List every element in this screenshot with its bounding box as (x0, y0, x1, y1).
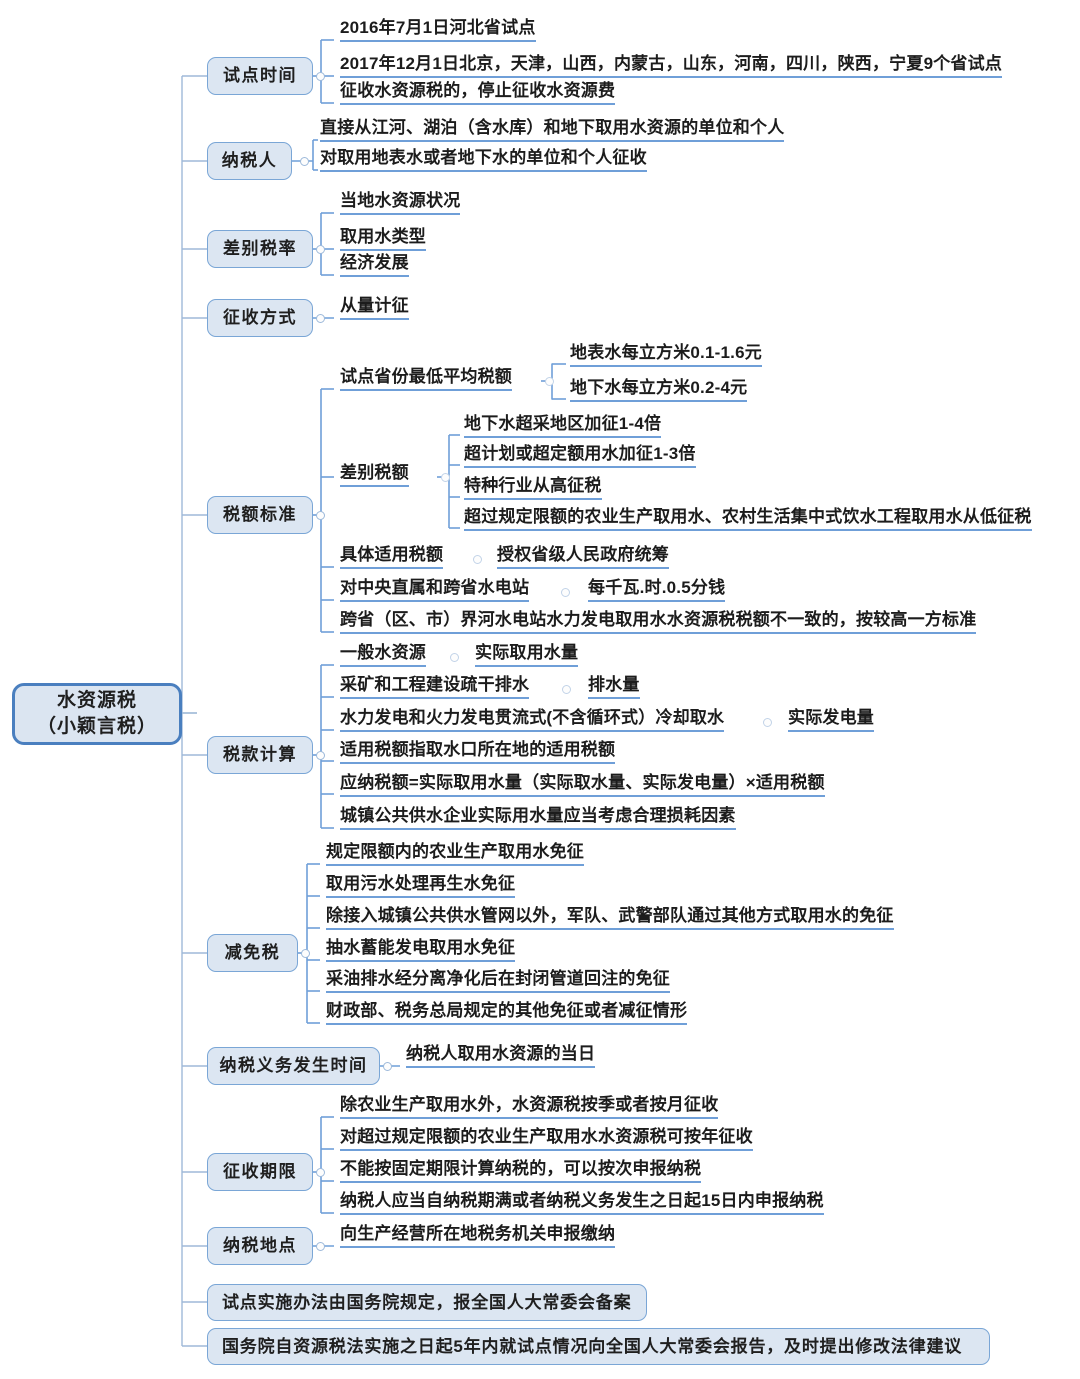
collapse-dot[interactable] (561, 588, 570, 597)
collapse-dot[interactable] (316, 1242, 325, 1251)
leaf-inline-value[interactable]: 排水量 (588, 674, 640, 699)
branch-label: 试点时间 (223, 66, 297, 86)
leaf-item[interactable]: 直接从江河、湖泊（含水库）和地下取用水资源的单位和个人 (320, 117, 785, 142)
collapse-dot[interactable] (316, 72, 325, 81)
collapse-dot[interactable] (316, 1168, 325, 1177)
leaf-item[interactable]: 抽水蓄能发电取用水免征 (326, 937, 516, 962)
branch-node-nashuiyiwufashengshijian[interactable]: 纳税义务发生时间 (207, 1047, 380, 1085)
leaf-inline-value[interactable]: 授权省级人民政府统筹 (497, 544, 669, 569)
collapse-dot[interactable] (300, 157, 309, 166)
leaf-item[interactable]: 从量计征 (340, 295, 409, 320)
collapse-dot[interactable] (301, 949, 310, 958)
leaf-item[interactable]: 不能按固定期限计算纳税的，可以按次申报纳税 (340, 1158, 702, 1183)
leaf-item[interactable]: 取用水类型 (340, 226, 426, 251)
leaf-subitem[interactable]: 超计划或超定额用水加征1-3倍 (464, 443, 696, 468)
leaf-item[interactable]: 规定限额内的农业生产取用水免征 (326, 841, 584, 866)
collapse-dot[interactable] (545, 377, 554, 386)
leaf-item[interactable]: 对中央直属和跨省水电站 (340, 577, 530, 602)
leaf-item[interactable]: 征收水资源税的，停止征收水资源费 (340, 80, 616, 105)
leaf-item[interactable]: 试点省份最低平均税额 (340, 366, 512, 391)
branch-label: 差别税率 (223, 239, 297, 259)
branch-label: 纳税义务发生时间 (219, 1056, 368, 1076)
branch-node-shiebiaozhun[interactable]: 税额标准 (207, 496, 313, 534)
leaf-item[interactable]: 水力发电和火力发电贯流式(不含循环式）冷却取水 (340, 707, 725, 732)
collapse-dot[interactable] (473, 555, 482, 564)
root-node[interactable]: 水资源税 （小颖言税） (12, 683, 182, 745)
leaf-subitem[interactable]: 超过规定限额的农业生产取用水、农村生活集中式饮水工程取用水从低征税 (464, 506, 1032, 531)
collapse-dot[interactable] (441, 473, 450, 482)
collapse-dot[interactable] (562, 685, 571, 694)
branch-node-shuikuanjisuan[interactable]: 税款计算 (207, 736, 313, 774)
leaf-inline-value[interactable]: 实际取用水量 (475, 642, 579, 667)
root-line-2: （小颖言税） (36, 716, 157, 737)
leaf-subitem[interactable]: 特种行业从高征税 (464, 475, 602, 500)
collapse-dot[interactable] (316, 314, 325, 323)
leaf-item[interactable]: 采油排水经分离净化后在封闭管道回注的免征 (326, 968, 670, 993)
collapse-dot[interactable] (383, 1062, 392, 1071)
leaf-item[interactable]: 对取用地表水或者地下水的单位和个人征收 (320, 147, 647, 172)
branch-label: 征收方式 (223, 308, 297, 328)
leaf-item[interactable]: 应纳税额=实际取用水量（实际取水量、实际发电量）×适用税额 (340, 772, 825, 797)
leaf-item[interactable]: 取用污水处理再生水免征 (326, 873, 516, 898)
leaf-item[interactable]: 2016年7月1日河北省试点 (340, 17, 536, 42)
leaf-item[interactable]: 向生产经营所在地税务机关申报缴纳 (340, 1223, 616, 1248)
leaf-item[interactable]: 采矿和工程建设疏干排水 (340, 674, 530, 699)
branch-label: 征收期限 (223, 1162, 297, 1182)
root-line-1: 水资源税 (56, 690, 137, 712)
standalone-label: 国务院自资源税法实施之日起5年内就试点情况向全国人大常委会报告，及时提出修改法律… (222, 1336, 963, 1356)
leaf-inline-value[interactable]: 每千瓦.时.0.5分钱 (588, 577, 726, 602)
leaf-item[interactable]: 经济发展 (340, 252, 409, 277)
collapse-dot[interactable] (450, 653, 459, 662)
branch-node-shidianshijian[interactable]: 试点时间 (207, 57, 313, 95)
leaf-subitem[interactable]: 地下水每立方米0.2-4元 (570, 377, 748, 402)
leaf-item[interactable]: 具体适用税额 (340, 544, 444, 569)
branch-node-chabieshuilv[interactable]: 差别税率 (207, 230, 313, 268)
leaf-item[interactable]: 纳税人取用水资源的当日 (406, 1043, 596, 1068)
leaf-item[interactable]: 对超过规定限额的农业生产取用水水资源税可按年征收 (340, 1126, 753, 1151)
leaf-item[interactable]: 适用税额指取水口所在地的适用税额 (340, 739, 616, 764)
branch-node-zhengshouqixian[interactable]: 征收期限 (207, 1153, 313, 1191)
leaf-item[interactable]: 财政部、税务总局规定的其他免征或者减征情形 (326, 1000, 688, 1025)
leaf-item[interactable]: 城镇公共供水企业实际用水量应当考虑合理损耗因素 (340, 805, 736, 830)
branch-label: 税款计算 (223, 745, 297, 765)
branch-node-nashuiren[interactable]: 纳税人 (207, 142, 292, 180)
branch-node-nashuididian[interactable]: 纳税地点 (207, 1227, 313, 1265)
collapse-dot[interactable] (316, 511, 325, 520)
leaf-item[interactable]: 除农业生产取用水外，水资源税按季或者按月征收 (340, 1094, 719, 1119)
leaf-subitem[interactable]: 地下水超采地区加征1-4倍 (464, 413, 662, 438)
leaf-item[interactable]: 纳税人应当自纳税期满或者纳税义务发生之日起15日内申报纳税 (340, 1190, 824, 1215)
standalone-label: 试点实施办法由国务院规定，报全国人大常委会备案 (222, 1292, 632, 1312)
branch-label: 纳税人 (221, 151, 278, 171)
leaf-item[interactable]: 差别税额 (340, 462, 409, 487)
branch-label: 纳税地点 (223, 1236, 297, 1256)
branch-label: 减免税 (224, 943, 281, 963)
collapse-dot[interactable] (763, 718, 772, 727)
branch-node-zhengshoufangshi[interactable]: 征收方式 (207, 299, 313, 337)
standalone-node-shidianshishibanfa[interactable]: 试点实施办法由国务院规定，报全国人大常委会备案 (207, 1284, 647, 1321)
leaf-item[interactable]: 2017年12月1日北京，天津，山西，内蒙古，山东，河南，四川，陕西，宁夏9个省… (340, 53, 1003, 78)
standalone-node-guowuyuanbaogao[interactable]: 国务院自资源税法实施之日起5年内就试点情况向全国人大常委会报告，及时提出修改法律… (207, 1328, 990, 1365)
branch-label: 税额标准 (223, 505, 297, 525)
leaf-item[interactable]: 跨省（区、市）界河水电站水力发电取用水水资源税税额不一致的，按较高一方标准 (340, 609, 977, 634)
leaf-subitem[interactable]: 地表水每立方米0.1-1.6元 (570, 342, 762, 367)
leaf-item[interactable]: 一般水资源 (340, 642, 426, 667)
leaf-inline-value[interactable]: 实际发电量 (788, 707, 874, 732)
leaf-item[interactable]: 除接入城镇公共供水管网以外，军队、武警部队通过其他方式取用水的免征 (326, 905, 894, 930)
branch-node-jianmianshui[interactable]: 减免税 (207, 934, 298, 972)
collapse-dot[interactable] (316, 245, 325, 254)
collapse-dot[interactable] (316, 751, 325, 760)
leaf-item[interactable]: 当地水资源状况 (340, 190, 461, 215)
